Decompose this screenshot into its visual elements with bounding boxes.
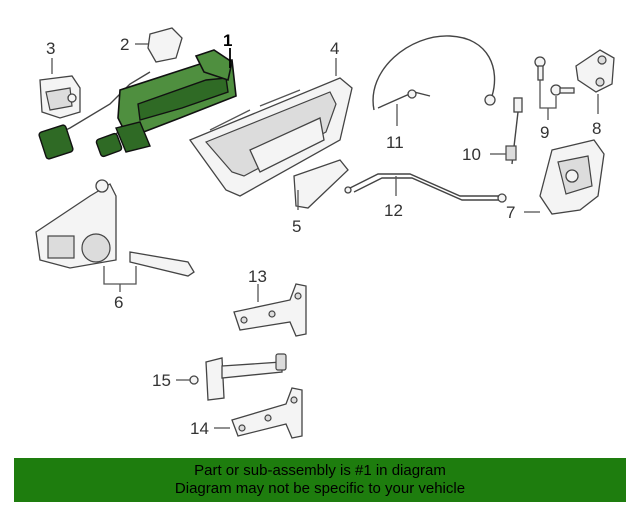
leader-6 xyxy=(103,266,137,285)
part-8-striker[interactable] xyxy=(575,49,615,93)
part-3-bracket[interactable] xyxy=(39,75,81,119)
callout-15[interactable]: 15 xyxy=(152,371,171,390)
callout-6[interactable]: 6 xyxy=(114,293,123,312)
part-5-trim[interactable] xyxy=(293,159,349,209)
part-11-cable[interactable] xyxy=(372,35,496,111)
info-banner: Part or sub-assembly is #1 in diagram Di… xyxy=(14,458,626,502)
part-6-lock-cylinder[interactable] xyxy=(35,179,117,269)
callout-13[interactable]: 13 xyxy=(248,267,267,286)
callout-5[interactable]: 5 xyxy=(292,217,301,236)
callout-8[interactable]: 8 xyxy=(592,119,601,138)
parts-diagram: 3 2 1 4 11 9 xyxy=(35,27,615,439)
callout-10[interactable]: 10 xyxy=(462,145,481,164)
banner-line-2: Diagram may not be specific to your vehi… xyxy=(174,480,466,497)
callout-9[interactable]: 9 xyxy=(540,123,549,142)
part-15-door-check[interactable] xyxy=(189,353,287,401)
part-9-bolts[interactable] xyxy=(534,56,575,96)
callout-2[interactable]: 2 xyxy=(120,35,129,54)
part-10-rod[interactable] xyxy=(505,97,523,165)
callout-11[interactable]: 11 xyxy=(386,133,404,152)
part-6-key[interactable] xyxy=(129,251,195,277)
part-13-upper-hinge[interactable] xyxy=(233,283,307,337)
callout-4[interactable]: 4 xyxy=(330,39,339,58)
part-1-door-handle[interactable] xyxy=(38,49,237,160)
callout-1[interactable]: 1 xyxy=(223,31,232,50)
part-2-bracket[interactable] xyxy=(147,27,183,63)
part-14-lower-hinge[interactable] xyxy=(231,387,303,439)
callout-7[interactable]: 7 xyxy=(506,203,515,222)
part-4-inside-handle-housing[interactable] xyxy=(188,77,353,197)
callout-3[interactable]: 3 xyxy=(46,39,55,58)
part-12-cable[interactable] xyxy=(344,173,507,203)
banner-line-1: Part or sub-assembly is #1 in diagram xyxy=(194,462,446,479)
callout-12[interactable]: 12 xyxy=(384,201,403,220)
callout-14[interactable]: 14 xyxy=(190,419,209,438)
part-7-latch[interactable] xyxy=(539,139,605,215)
